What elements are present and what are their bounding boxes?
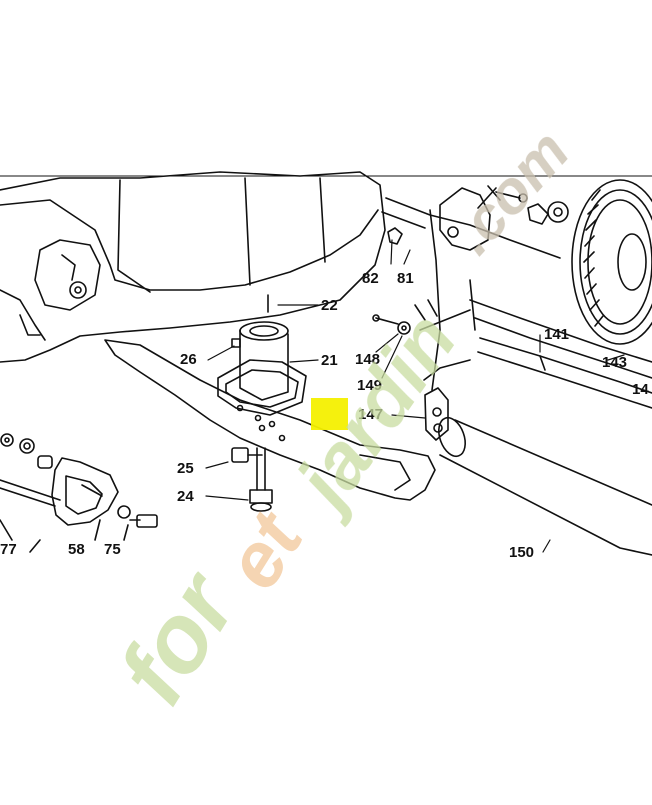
rear-roller <box>438 416 652 556</box>
part-label-14: 14 <box>632 381 649 398</box>
hinge-arm <box>439 185 569 251</box>
part-label-26: 26 <box>180 351 197 368</box>
part-label-25: 25 <box>177 460 194 477</box>
part-label-148: 148 <box>355 351 381 368</box>
part-label-149: 149 <box>357 377 383 394</box>
deck-housing <box>0 171 386 363</box>
part-label-147: 147 <box>358 406 384 423</box>
part-label-77: 77 <box>0 541 17 558</box>
part-label-82: 82 <box>362 270 379 287</box>
rear-wheel <box>571 179 652 345</box>
part-label-58: 58 <box>68 541 85 558</box>
part-label-81: 81 <box>397 270 414 287</box>
part-label-150: 150 <box>509 544 535 561</box>
part-label-141: 141 <box>544 326 570 343</box>
roller-bracket <box>424 387 449 441</box>
blade <box>104 339 436 501</box>
part-label-75: 75 <box>104 541 121 558</box>
bracket-assembly <box>0 433 158 553</box>
blade-adaptor <box>217 321 307 416</box>
part-label-22: 22 <box>321 297 338 314</box>
small-pins <box>372 227 438 335</box>
part-label-143: 143 <box>602 354 628 371</box>
part-label-21: 21 <box>321 352 338 369</box>
bolts <box>231 447 273 512</box>
axle-bar <box>381 197 652 409</box>
highlight-box <box>311 398 348 430</box>
leader-lines <box>205 239 625 553</box>
part-label-24: 24 <box>177 488 194 505</box>
